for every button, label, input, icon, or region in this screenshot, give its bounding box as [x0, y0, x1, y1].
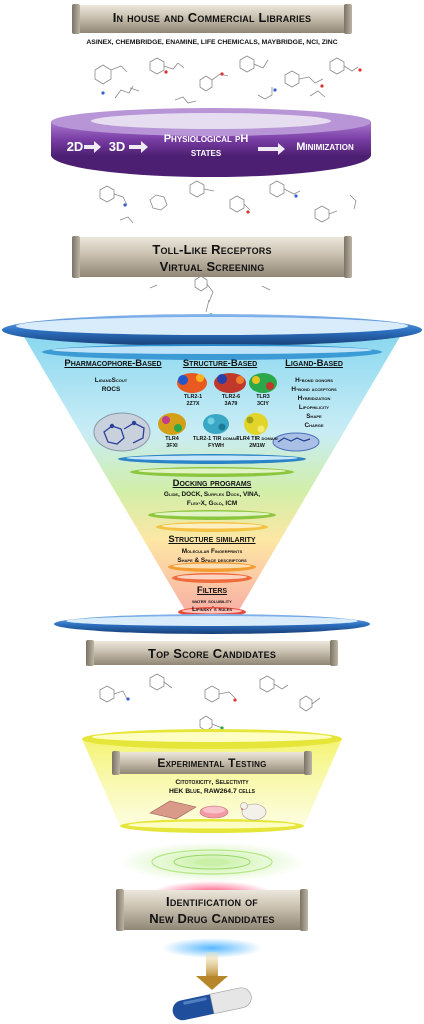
ligand-item: Shape [306, 413, 322, 420]
mouse-icon [240, 802, 267, 821]
ligand-item: H-bond acceptors [291, 386, 337, 393]
protein-label-name: TLR4 TIR domain [236, 436, 278, 442]
structure-title: Structure-Based [182, 358, 258, 369]
protein-label-name: TLR3 [256, 394, 270, 400]
filters-title: Filters [196, 585, 228, 596]
protein-label-name: TLR2-6 [221, 394, 241, 400]
funnel-top-ring [2, 314, 422, 346]
protein-tlr4-tir [244, 413, 268, 435]
libraries-list: ASINEX, CHEMBRIDGE, ENAMINE, LIFE CHEMIC… [86, 39, 338, 46]
funnel-inner-ring [42, 344, 382, 360]
ligand-title: Ligand-Based [285, 358, 343, 369]
pharmacophore-title: Pharmacophore-Based [64, 358, 162, 369]
molecule-cloud-middle [99, 180, 357, 313]
final-banner-line1: Identification of [166, 894, 258, 909]
protein-label-name: TLR4 [165, 436, 179, 442]
ligand-shape-model [272, 432, 320, 452]
protein-label-name: TLR2-1 TIR domain [192, 436, 240, 442]
protein-label-code: 2Z7X [186, 401, 200, 407]
docking-title: Docking programs [172, 478, 252, 489]
protein-label-code: 3CIY [257, 401, 269, 407]
tlr-banner-line2: Virtual Screening [159, 259, 265, 274]
similarity-ring-top [156, 522, 268, 532]
ligand-item: H-bond donors [295, 377, 333, 384]
level-ring-structure-base [118, 454, 306, 464]
protein-tlr4 [158, 413, 186, 435]
similarity-ring [168, 562, 256, 572]
protein-label-name: TLR2-1 [183, 394, 203, 400]
experimental-title: Experimental Testing [157, 756, 267, 770]
heteroatom-dots-candidates [126, 697, 237, 730]
docking-programs-line2: Flex-X, Gold, ICM [186, 500, 238, 507]
experimental-banner [112, 751, 312, 775]
ligand-item: Hybridization [297, 395, 331, 402]
tlr-banner [72, 236, 352, 278]
prep-arrows [84, 141, 285, 155]
experimental-line2: HEK Blue, RAW264.7 cells [168, 788, 256, 795]
docking-programs-line1: Glide, DOCK, Surflex Dock, VINA, [163, 491, 261, 498]
libraries-title: In house and Commercial Libraries [112, 10, 312, 25]
top-score-label: Top Score Candidates [147, 646, 277, 661]
protein-label-code: 3A79 [224, 401, 238, 407]
protein-tlr2-6 [214, 373, 246, 393]
petri-dish-icon [199, 805, 229, 819]
docking-ring-bottom [148, 510, 276, 520]
experimental-line1: Citotoxicity, Selectivity [175, 779, 249, 786]
protein-label-code: 2M1W [249, 443, 265, 449]
capsule-pill-icon [172, 987, 252, 1021]
well-plate-icon [149, 800, 197, 820]
protein-structures [158, 373, 277, 435]
funnel-bottom-ring [54, 614, 370, 634]
final-banner-line2: New Drug Candidates [149, 911, 275, 926]
top-score-banner [86, 640, 338, 666]
ligand-item: Lipophilicity [298, 404, 330, 411]
protein-label-code: FYWH [208, 443, 224, 449]
protein-tlr2-1 [177, 373, 207, 393]
protein-tlr3 [249, 373, 277, 393]
docking-ring [130, 467, 294, 477]
pharmacophore-item: ROCS [101, 386, 121, 393]
prep-step-3d: 3D [108, 139, 126, 154]
tlr-banner-line1: Toll-Like Receptors [152, 242, 272, 257]
filters-ring-top [172, 573, 252, 583]
filters-line2: Lipinsky´s rules [191, 606, 233, 613]
filters-line1: water solubility [192, 598, 232, 605]
prep-step-minimization: Minimization [296, 141, 354, 153]
preparation-ring [51, 108, 371, 177]
pharmacophore-model [93, 412, 151, 452]
libraries-banner [72, 4, 352, 34]
ligand-item: Charge [304, 422, 324, 429]
similarity-line2: Shape & Space descriptors [177, 557, 247, 564]
molecule-cloud-candidates [99, 673, 321, 732]
heteroatom-dots-top [101, 68, 362, 95]
prep-step-ph-line1: Physiological pH [163, 133, 249, 145]
prep-step-2d: 2D [66, 139, 84, 154]
drug-arrow [162, 938, 262, 990]
final-banner [116, 889, 308, 931]
similarity-line1: Molecular Fingerprints [181, 548, 243, 555]
protein-tlr2-1-tir [203, 414, 229, 434]
similarity-title: Structure similarity [168, 534, 256, 545]
prep-step-ph-line2: states [190, 147, 222, 159]
protein-label-code: 3FXI [166, 443, 178, 449]
pharmacophore-item: LigandScout [94, 377, 128, 384]
molecule-cloud-top [94, 55, 359, 104]
